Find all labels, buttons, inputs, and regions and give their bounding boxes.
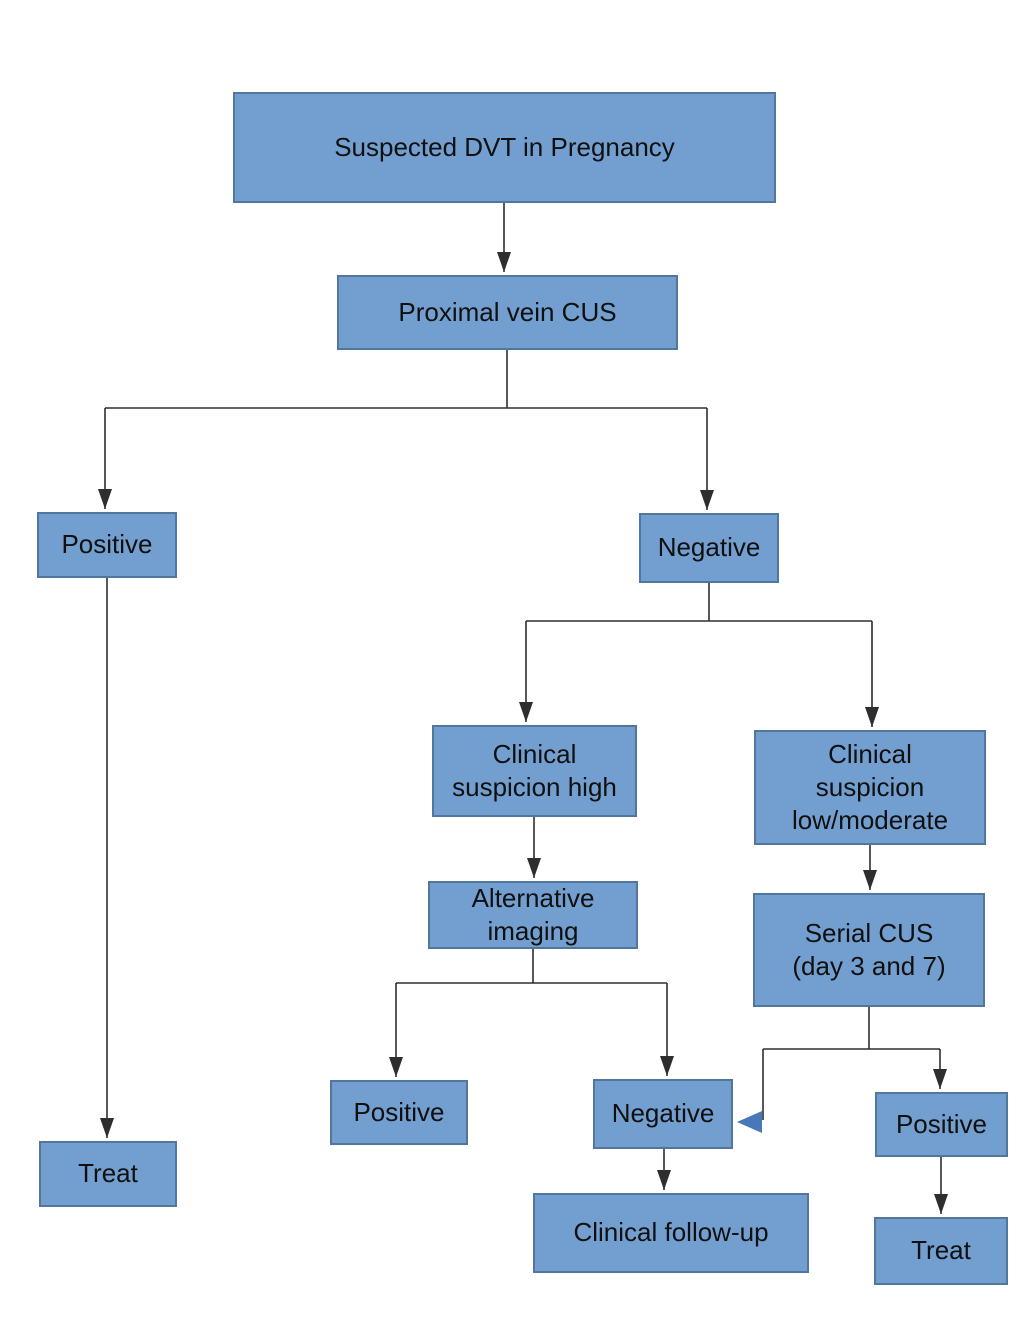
node-alternative-imaging: Alternative imaging xyxy=(428,881,638,949)
node-alt-imaging-negative: Negative xyxy=(593,1079,733,1149)
node-clinical-suspicion-high: Clinical suspicion high xyxy=(432,725,637,817)
node-serial-cus-positive: Positive xyxy=(875,1092,1008,1157)
node-proximal-vein-cus: Proximal vein CUS xyxy=(337,275,678,350)
node-clinical-suspicion-low-moderate: Clinical suspicion low/moderate xyxy=(754,730,986,845)
node-treat-right: Treat xyxy=(874,1217,1008,1285)
node-serial-cus: Serial CUS (day 3 and 7) xyxy=(753,893,985,1007)
node-suspected-dvt: Suspected DVT in Pregnancy xyxy=(233,92,776,203)
node-cus-positive: Positive xyxy=(37,512,177,578)
node-treat-left: Treat xyxy=(39,1141,177,1207)
node-clinical-followup: Clinical follow-up xyxy=(533,1193,809,1273)
loopback-arrowhead-icon xyxy=(737,1111,762,1133)
node-cus-negative: Negative xyxy=(639,513,779,583)
node-alt-imaging-positive: Positive xyxy=(330,1080,468,1145)
